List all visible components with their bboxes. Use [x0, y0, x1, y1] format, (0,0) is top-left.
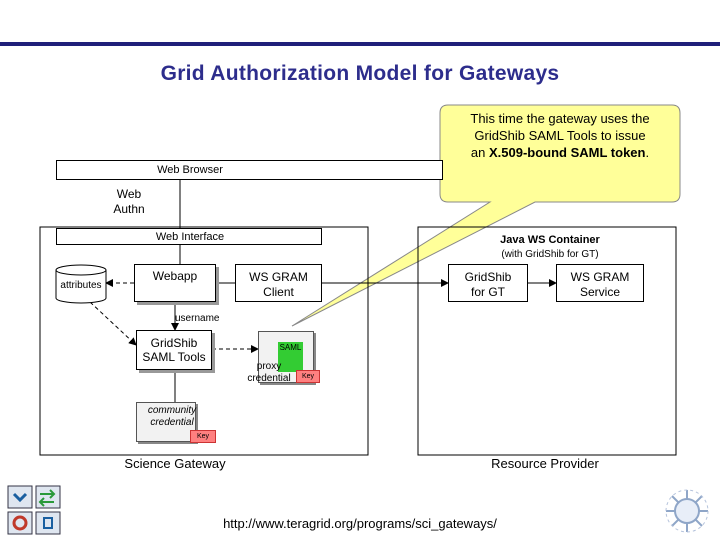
- gridshib-saml-tools-label: GridShib SAML Tools: [142, 336, 206, 364]
- web-browser-label: Web Browser: [157, 164, 223, 176]
- attributes-label: attributes: [60, 280, 102, 291]
- community-credential-label: community credential: [147, 405, 197, 428]
- gridshib-for-gt-note: (with GridShib for GT): [501, 249, 599, 260]
- webapp-label: Webapp: [152, 269, 198, 283]
- nsf-logo-icon: [665, 489, 709, 533]
- ws-gram-service-label: WS GRAM Service: [570, 270, 630, 299]
- web-interface-label: Web Interface: [155, 231, 225, 243]
- slide-title: Grid Authorization Model for Gateways: [160, 62, 560, 85]
- community-credential-scroll: [136, 402, 196, 442]
- attributes-database-icon: [55, 264, 107, 304]
- saml-token-box: SAML: [278, 342, 303, 372]
- gridshib-for-gt-label: GridShib for GT: [464, 270, 512, 299]
- science-gateway-label: Science Gateway: [124, 456, 226, 471]
- resource-provider-label: Resource Provider: [491, 456, 599, 471]
- teragrid-logo-icon: [7, 485, 61, 535]
- proxy-key-box: Key: [296, 370, 320, 383]
- webapp-box: [134, 264, 216, 302]
- resource-provider-boundary: [417, 226, 677, 456]
- web-authn-label: Web Authn: [113, 187, 145, 216]
- username-label: username: [175, 313, 220, 324]
- ws-gram-client-box: [235, 264, 322, 302]
- callout-text: This time the gateway uses the GridShib …: [470, 111, 650, 160]
- science-gateway-boundary: [39, 226, 369, 456]
- ws-gram-service-box: [556, 264, 644, 302]
- web-browser-bar: [56, 160, 443, 180]
- proxy-credential-label: proxy credential: [247, 361, 291, 384]
- header-rule: [0, 42, 720, 46]
- gridshib-saml-tools-box: [136, 330, 212, 370]
- java-ws-container-label: Java WS Container: [500, 234, 600, 246]
- callout-bubble: [291, 104, 681, 327]
- footer-url: http://www.teragrid.org/programs/sci_gat…: [223, 516, 497, 531]
- ws-gram-client-label: WS GRAM Client: [249, 270, 308, 299]
- gridshib-for-gt-box: [448, 264, 528, 302]
- web-interface-bar: [56, 228, 322, 245]
- community-key-box: Key: [190, 430, 216, 443]
